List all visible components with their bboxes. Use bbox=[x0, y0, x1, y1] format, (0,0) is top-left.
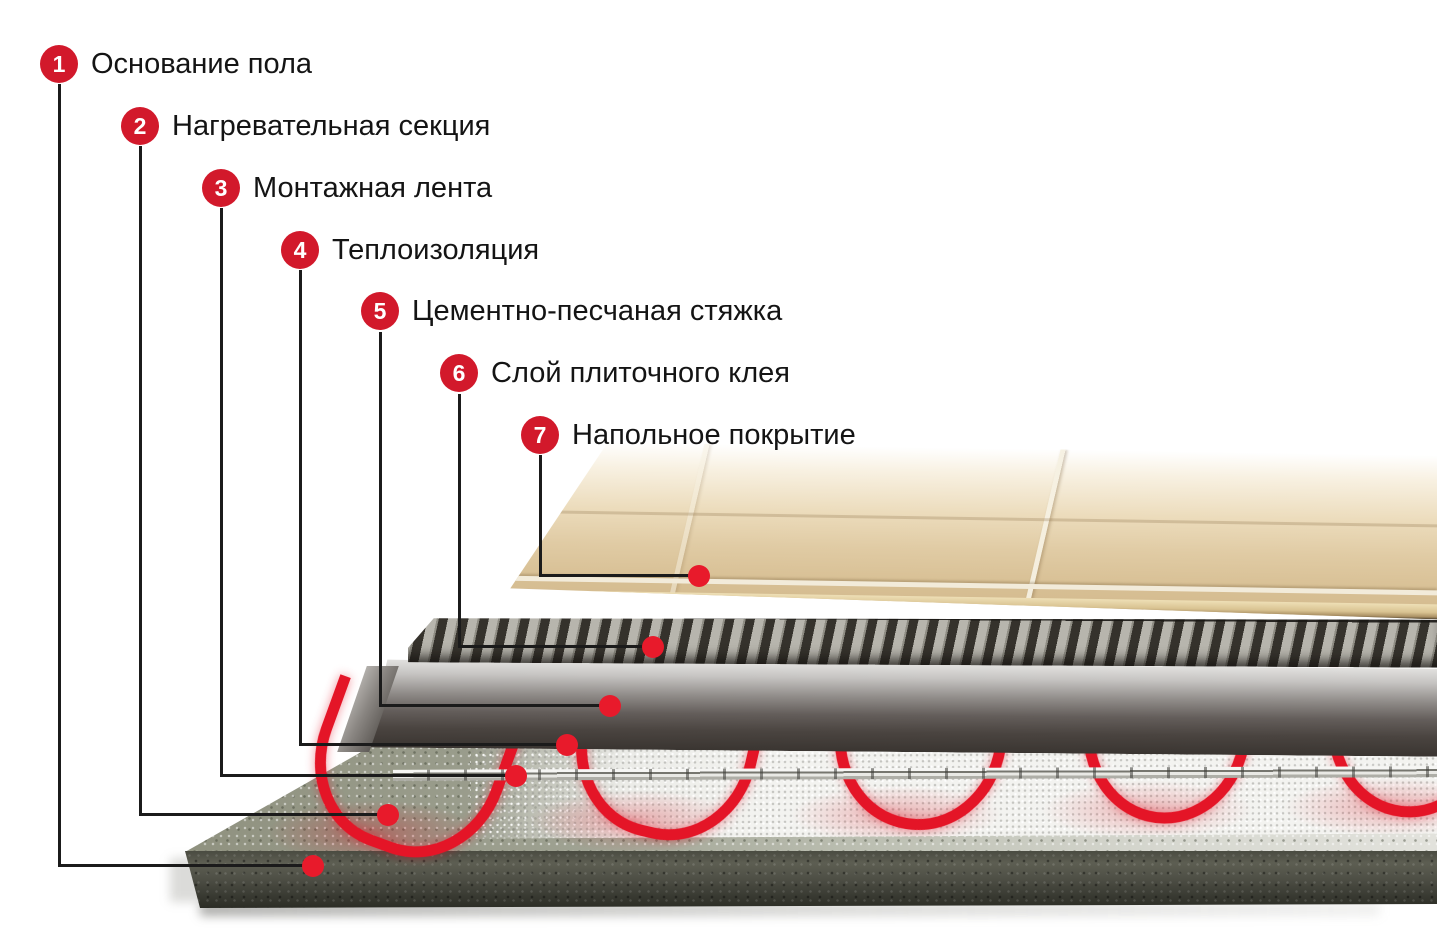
leader-line bbox=[458, 394, 461, 648]
legend-label-5: Цементно-песчаная стяжка bbox=[412, 294, 783, 327]
legend-item-7: 7 Напольное покрытие bbox=[521, 416, 856, 454]
legend-badge-2: 2 bbox=[121, 107, 159, 145]
callout-dot-3 bbox=[505, 765, 527, 787]
leader-line bbox=[58, 84, 61, 867]
legend-item-2: 2 Нагревательная секция bbox=[121, 107, 490, 145]
callout-dot-4 bbox=[556, 734, 578, 756]
legend-badge-1: 1 bbox=[40, 45, 78, 83]
legend-label-6: Слой плиточного клея bbox=[491, 356, 790, 389]
legend-item-1: 1 Основание пола bbox=[40, 45, 312, 83]
legend-badge-5: 5 bbox=[361, 292, 399, 330]
tile-adhesive-ridged-layer bbox=[408, 614, 1437, 667]
leader-line bbox=[299, 270, 302, 746]
concrete-base-front-face bbox=[185, 851, 1437, 908]
legend-label-7: Напольное покрытие bbox=[572, 418, 856, 451]
legend-badge-3: 3 bbox=[202, 169, 240, 207]
callout-dot-2 bbox=[377, 804, 399, 826]
callout-dot-5 bbox=[599, 695, 621, 717]
tile-grout-joint bbox=[500, 510, 1437, 528]
legend-label-1: Основание пола bbox=[91, 47, 313, 80]
legend-item-3: 3 Монтажная лента bbox=[202, 169, 492, 207]
leader-line bbox=[379, 332, 382, 707]
leader-line bbox=[139, 813, 379, 816]
legend-label-3: Монтажная лента bbox=[253, 171, 493, 204]
leader-line bbox=[139, 146, 142, 816]
leader-line bbox=[458, 645, 644, 648]
callout-dot-1 bbox=[302, 855, 324, 877]
legend-item-6: 6 Слой плиточного клея bbox=[440, 354, 790, 392]
legend-badge-6: 6 bbox=[440, 354, 478, 392]
leader-line bbox=[379, 704, 601, 707]
legend-label-2: Нагревательная секция bbox=[172, 109, 491, 142]
leader-line bbox=[220, 208, 223, 777]
callout-dot-6 bbox=[642, 636, 664, 658]
tile-front-edge bbox=[500, 590, 1437, 620]
legend-item-5: 5 Цементно-песчаная стяжка bbox=[361, 292, 782, 330]
leader-line bbox=[220, 774, 507, 777]
legend-badge-4: 4 bbox=[281, 231, 319, 269]
legend-label-4: Теплоизоляция bbox=[332, 233, 540, 266]
legend-badge-7: 7 bbox=[521, 416, 559, 454]
leader-line bbox=[539, 574, 690, 577]
leader-line bbox=[299, 743, 558, 746]
leader-line bbox=[58, 864, 304, 867]
legend-item-4: 4 Теплоизоляция bbox=[281, 231, 539, 269]
leader-line bbox=[539, 455, 542, 577]
callout-dot-7 bbox=[688, 565, 710, 587]
tile-grout-joint bbox=[1026, 449, 1066, 601]
floor-tile-surface bbox=[500, 441, 1437, 620]
